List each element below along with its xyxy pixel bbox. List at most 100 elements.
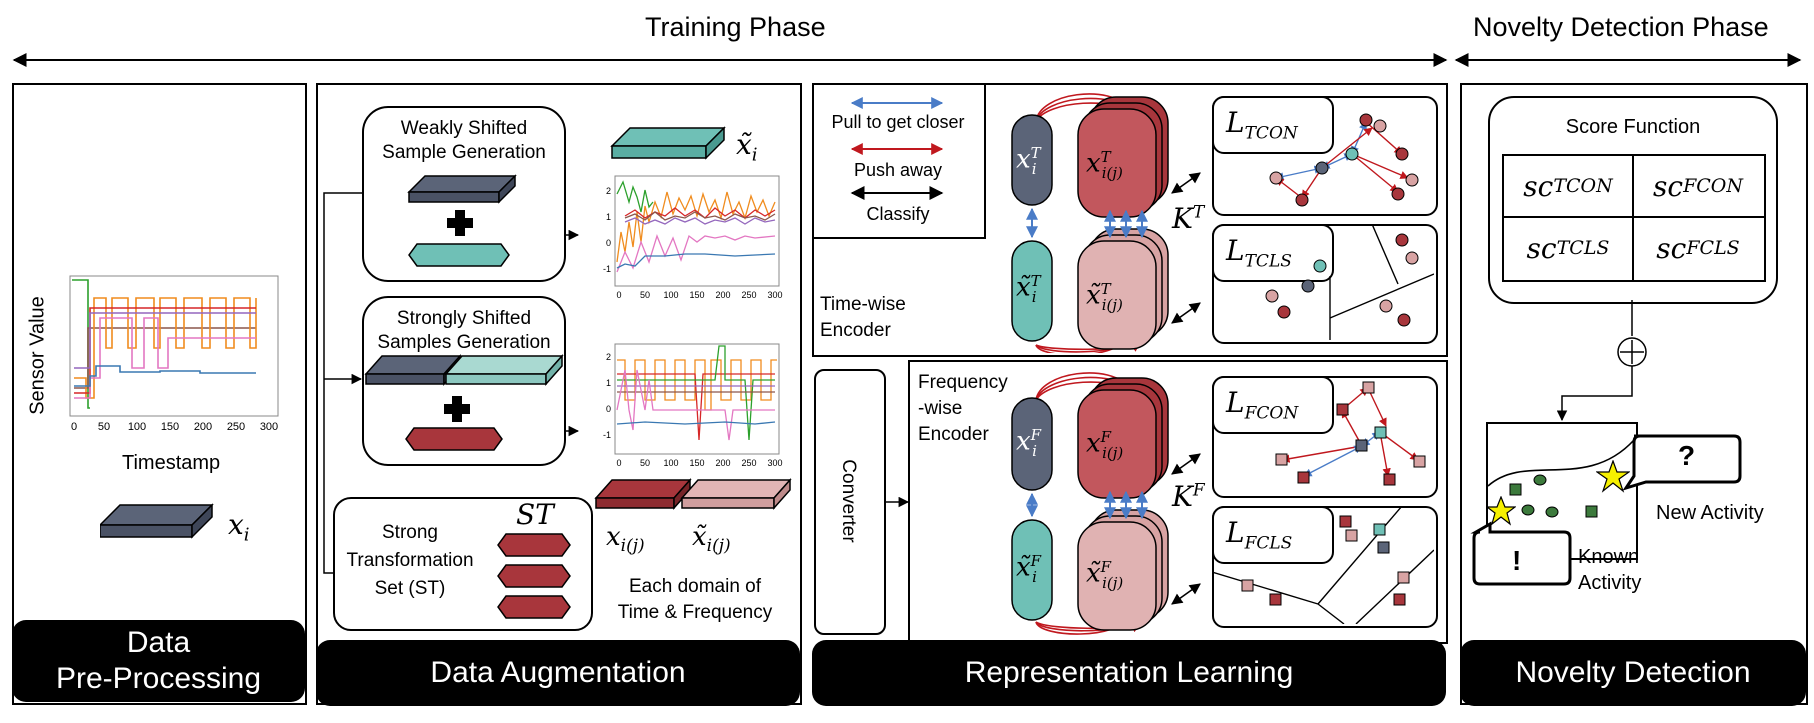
- tcon-label-box: [1212, 96, 1334, 154]
- new-activity-label: New Activity: [1656, 502, 1764, 524]
- time-encoder-label-1: Time-wise: [820, 294, 906, 315]
- converter-label: Converter: [838, 459, 859, 543]
- score-tcls-sub: TCLS: [1556, 237, 1610, 259]
- freq-encoder-label-3: Encoder: [918, 424, 989, 445]
- time-xTij-tilde-symbol: x̃Ti(j): [1086, 280, 1123, 314]
- svg-text:100: 100: [663, 290, 678, 300]
- preprocessing-footer: Data Pre-Processing: [12, 620, 305, 702]
- timestamp-label: Timestamp: [122, 452, 221, 474]
- tcon-sub: TCON: [1244, 123, 1298, 144]
- time-xT-symbol: xTi: [1016, 144, 1041, 178]
- strong-shift-title-2: Samples Generation: [377, 332, 551, 353]
- fcls-label: LFCLS: [1226, 516, 1293, 554]
- svg-text:200: 200: [715, 290, 730, 300]
- freq-encoder-graphic: [1011, 372, 1201, 635]
- legend-classify: Classify: [866, 204, 930, 224]
- time-encoder-graphic: [1011, 93, 1201, 353]
- svg-text:100: 100: [128, 421, 146, 433]
- fcon-label-box: [1212, 376, 1334, 434]
- question-bubble: [1622, 434, 1742, 491]
- xi-symbol: xi: [228, 508, 250, 546]
- k-time-symbol: KT: [1172, 202, 1205, 235]
- time-xT-tilde-symbol: x̃Ti: [1016, 272, 1041, 306]
- novelty-phase-title: Novelty Detection Phase: [1473, 12, 1769, 42]
- legend-pull: Pull to get closer: [831, 112, 965, 132]
- footer-line-2: Pre-Processing: [55, 662, 262, 695]
- tcls-label-box: [1212, 224, 1334, 282]
- st-title-1: Strong: [382, 522, 438, 543]
- svg-text:0: 0: [616, 458, 621, 468]
- exclaim-bubble: [1470, 521, 1572, 586]
- svg-text:300: 300: [767, 290, 782, 300]
- weak-shift-graphic: [407, 174, 517, 267]
- novelty-connectors: [1556, 300, 1647, 422]
- time-encoder-label-2: Encoder: [820, 320, 891, 341]
- svg-text:100: 100: [663, 458, 678, 468]
- legend-box: [812, 83, 986, 239]
- fcon-sub: FCON: [1244, 403, 1299, 424]
- svg-text:250: 250: [741, 290, 756, 300]
- svg-text:50: 50: [98, 421, 110, 433]
- known-star-icon: [1486, 496, 1516, 526]
- svg-text:1: 1: [606, 378, 611, 388]
- sensor-value-label: Sensor Value: [26, 296, 49, 415]
- fcon-label: LFCON: [1226, 386, 1299, 424]
- time-xTij-symbol: xTi(j): [1086, 148, 1123, 182]
- svg-text:0: 0: [606, 404, 611, 414]
- freq-xFij-tilde-symbol: x̃Fi(j): [1086, 558, 1124, 592]
- fcls-sub: FCLS: [1244, 533, 1293, 554]
- svg-text:250: 250: [227, 421, 245, 433]
- weak-output-slab: [610, 126, 726, 160]
- svg-text:200: 200: [715, 458, 730, 468]
- svg-text:300: 300: [767, 458, 782, 468]
- augmentation-footer: Data Augmentation: [316, 640, 800, 706]
- legend-arrows: [850, 97, 944, 200]
- score-tcon-sub: TCON: [1553, 175, 1613, 197]
- st-transforms: [497, 533, 571, 619]
- st-title-2: Transformation: [346, 550, 474, 571]
- tcls-label: LTCLS: [1226, 234, 1292, 272]
- representation-footer: Representation Learning: [812, 640, 1446, 706]
- svg-text:50: 50: [640, 290, 650, 300]
- svg-text:0: 0: [616, 290, 621, 300]
- svg-text:0: 0: [71, 421, 77, 433]
- svg-text:200: 200: [194, 421, 212, 433]
- weak-shift-title-1: Weakly Shifted: [400, 118, 528, 139]
- tcon-label: LTCON: [1226, 106, 1298, 144]
- tcls-scatter: [1265, 224, 1434, 340]
- freq-encoder-label-2: -wise: [918, 398, 963, 419]
- svg-text:150: 150: [689, 458, 704, 468]
- novelty-footer: Novelty Detection: [1460, 640, 1806, 706]
- svg-text:50: 50: [640, 458, 650, 468]
- svg-text:-1: -1: [603, 430, 611, 440]
- freq-xFij-symbol: xFi(j): [1086, 428, 1124, 462]
- xij-tilde-symbol: x̃i(j): [692, 522, 731, 557]
- svg-text:0: 0: [606, 238, 611, 248]
- known-activity-label-2: Activity: [1578, 572, 1642, 594]
- freq-encoder-label-1: Frequency: [918, 372, 1008, 393]
- sample-slab-xi: [100, 503, 214, 539]
- domain-caption-1: Each domain of: [628, 576, 762, 597]
- converter-arrow: [884, 496, 910, 508]
- score-table-hline: [1502, 216, 1766, 218]
- svg-text:1: 1: [606, 212, 611, 222]
- question-mark: ?: [1678, 440, 1696, 471]
- svg-text:150: 150: [161, 421, 179, 433]
- xi-tilde-symbol: x̃i: [736, 128, 758, 166]
- svg-text:150: 150: [689, 290, 704, 300]
- new-star-icon: [1596, 460, 1630, 493]
- svg-text:2: 2: [606, 186, 611, 196]
- k-freq-symbol: KF: [1172, 480, 1205, 513]
- exclaim-mark: !: [1512, 545, 1522, 576]
- domain-caption-2: Time & Frequency: [617, 602, 773, 623]
- k-freq-sup: F: [1192, 480, 1205, 501]
- training-phase-title: Training Phase: [645, 12, 826, 42]
- xij-symbol: xi(j): [606, 522, 645, 557]
- fcon-scatter: [1275, 381, 1426, 486]
